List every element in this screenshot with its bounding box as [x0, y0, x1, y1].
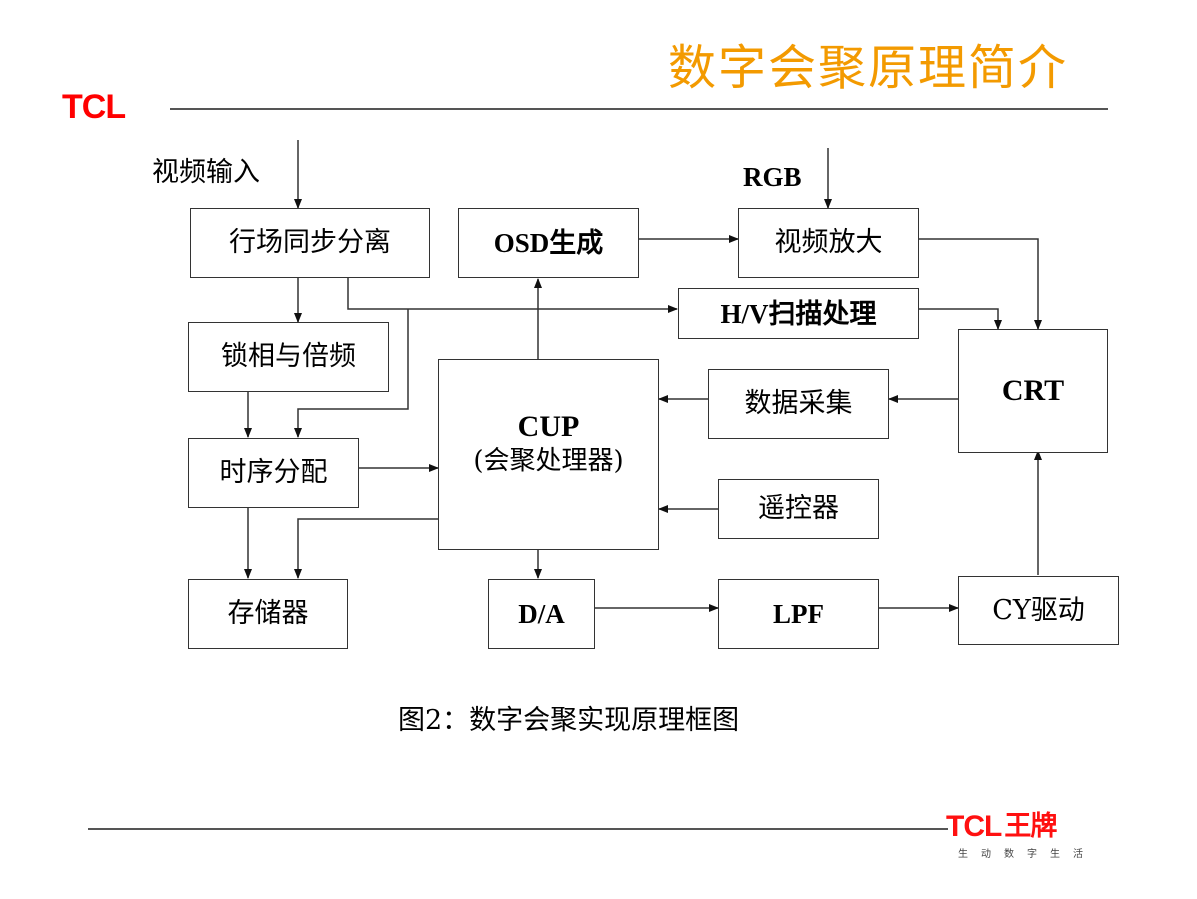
block-pll: 锁相与倍频 — [188, 322, 389, 392]
label-rgb: RGB — [743, 162, 802, 192]
block-timing-distribution: 时序分配 — [188, 438, 359, 508]
block-remote-control: 遥控器 — [718, 479, 879, 539]
block-cup: CUP (会聚处理器) — [438, 359, 659, 550]
block-memory: 存储器 — [188, 579, 348, 649]
footer-logo-tcl: TCL — [946, 810, 1002, 843]
footer-divider — [88, 828, 948, 830]
header-divider — [170, 108, 1108, 110]
arrow-cup-to-memory — [294, 518, 438, 579]
footer-logo-suffix: 王牌 — [1004, 811, 1057, 842]
block-cup-title: CUP — [517, 410, 580, 443]
footer-slogan: 生动数字生活 — [958, 849, 1096, 860]
block-osd-label: OSD生成 — [493, 228, 604, 258]
slide-title: 数字会聚原理简介 — [668, 40, 1069, 96]
arrow-sync-to-timing — [294, 309, 409, 438]
arrow-hvscan-to-crt — [918, 308, 1002, 330]
arrow-sync-to-hvscan — [347, 278, 678, 313]
arrow-videoamp-to-crt — [918, 238, 1042, 330]
footer-brand: TCL 王牌 — [946, 812, 1096, 842]
block-lpf: LPF — [718, 579, 879, 649]
block-cup-subtitle: (会聚处理器) — [473, 446, 624, 476]
footer-logo: TCL 王牌 生动数字生活 — [946, 812, 1096, 861]
block-cy-drive: CY驱动 — [958, 576, 1119, 645]
block-video-amplifier: 视频放大 — [738, 208, 919, 278]
block-crt: CRT — [958, 329, 1108, 453]
block-osd-generation: OSD生成 — [458, 208, 639, 278]
tcl-logo: TCL — [62, 88, 126, 126]
block-cy-drive-label: CY驱动 — [992, 594, 1085, 626]
block-hv-scan: H/V扫描处理 — [678, 288, 919, 339]
block-data-acquisition: 数据采集 — [708, 369, 889, 439]
block-sync-separation: 行场同步分离 — [190, 208, 430, 278]
block-da: D/A — [488, 579, 595, 649]
label-video-input: 视频输入 — [152, 157, 260, 188]
figure-caption: 图2：数字会聚实现原理框图 — [398, 705, 740, 736]
